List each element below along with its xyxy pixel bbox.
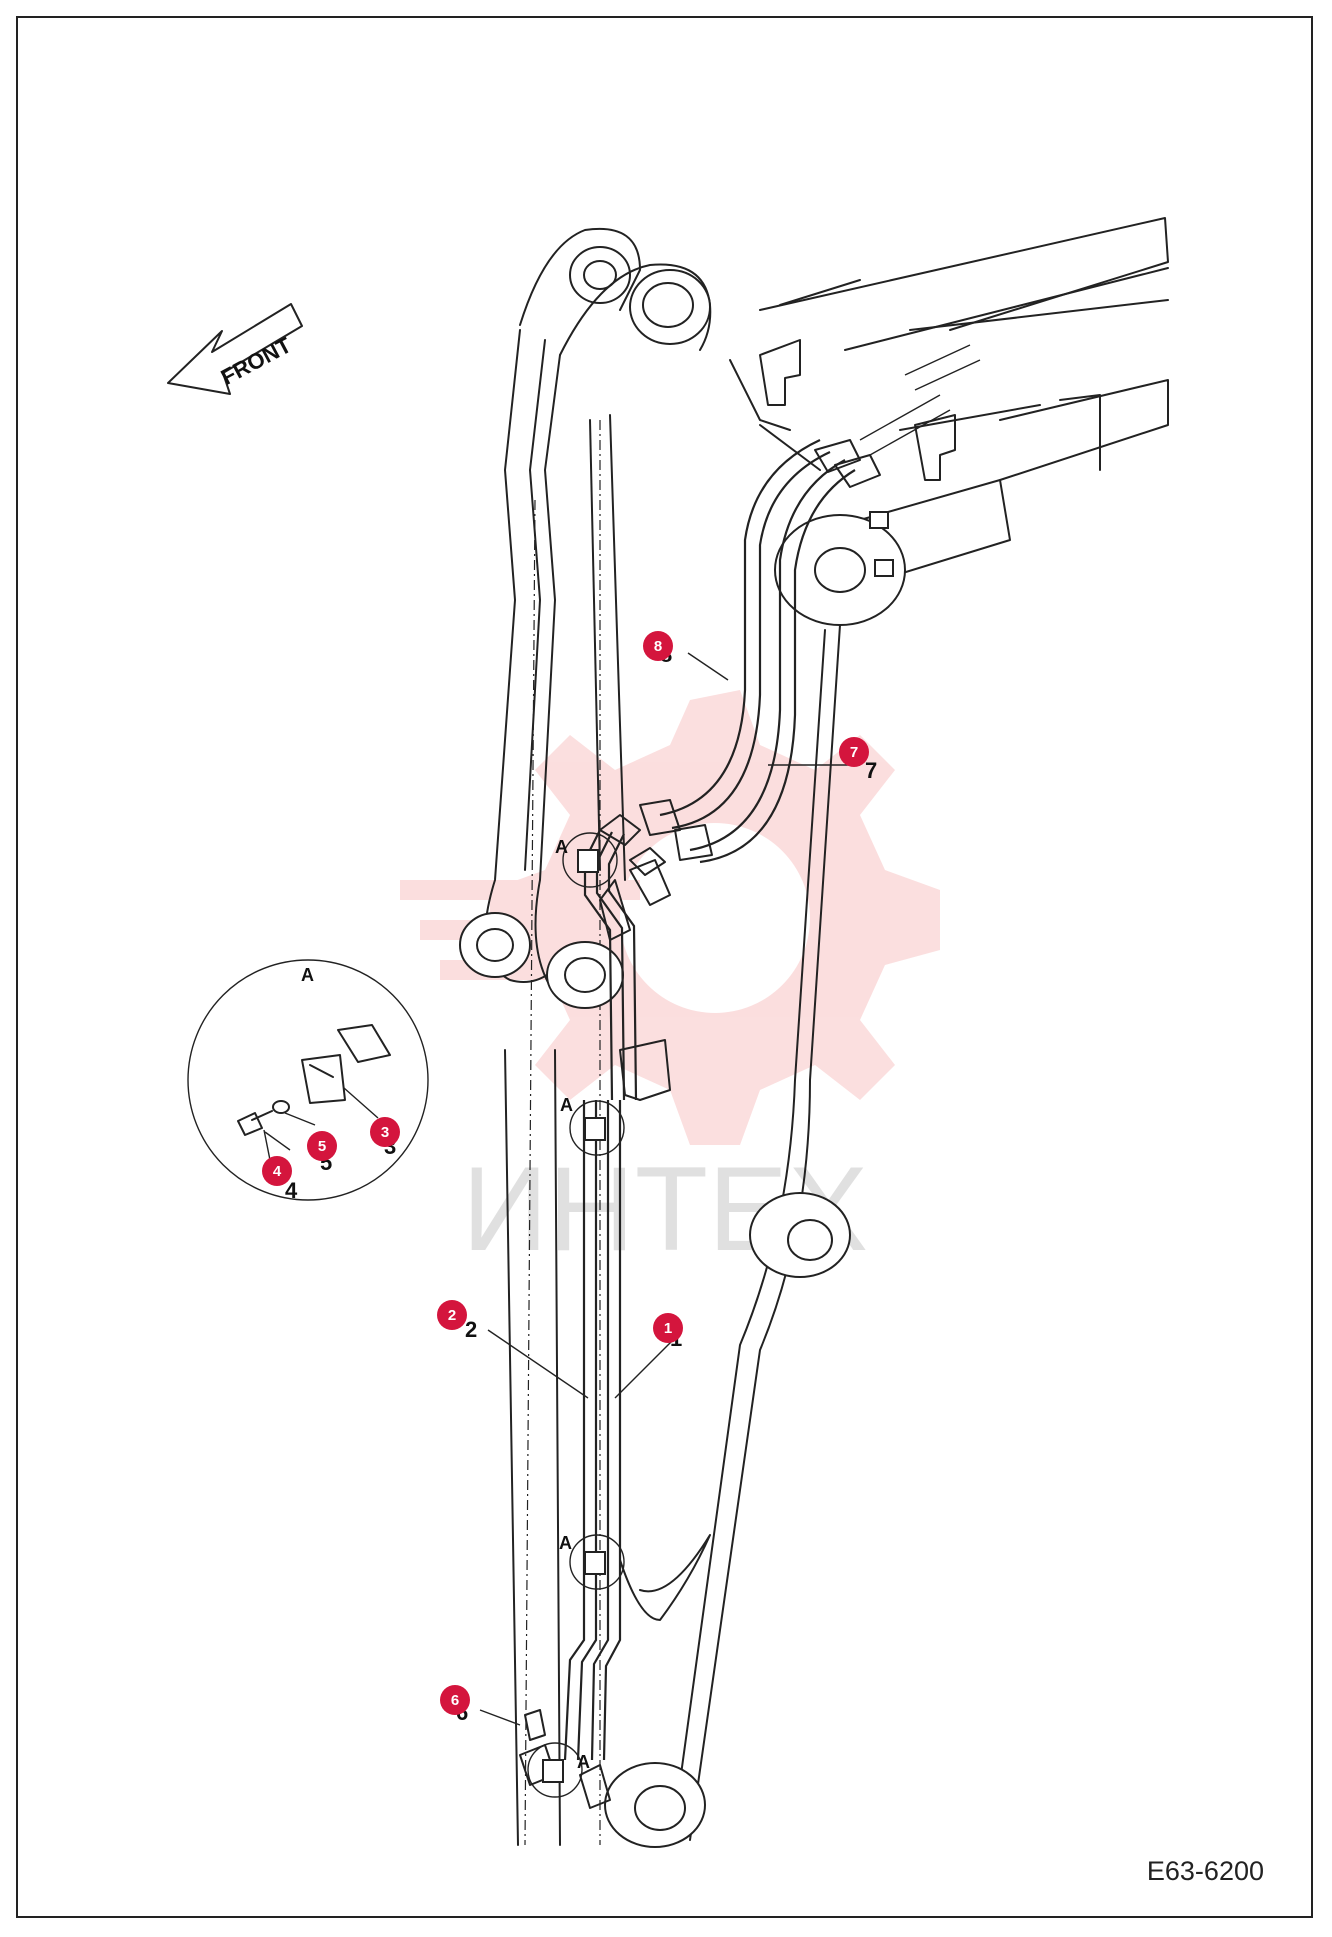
svg-text:5: 5 [318,1138,326,1155]
drawing-code: E63-6200 [1146,1856,1264,1886]
callout-badge-1[interactable]: 1 [653,1313,683,1343]
svg-text:4: 4 [273,1163,282,1180]
detail-view-a: A [187,959,429,1201]
part-number-7: 7 [865,758,877,783]
clamp-label-a: A [577,1752,590,1772]
svg-text:8: 8 [654,638,662,655]
detail-view-label: A [301,965,314,985]
callout-badge-8[interactable]: 8 [643,631,673,661]
hydraulic-lines [519,344,981,1809]
svg-text:3: 3 [381,1124,389,1141]
callout-badges: 8 7 2 1 6 3 5 4 [262,631,869,1715]
arm-structure [459,227,851,1848]
clamp-label-a: A [560,1095,573,1115]
callout-badge-4[interactable]: 4 [262,1156,292,1186]
boom-structure [759,217,1169,626]
front-label: FRONT [217,332,296,390]
part-number-4: 4 [285,1178,298,1203]
callout-badge-3[interactable]: 3 [370,1117,400,1147]
callout-badge-2[interactable]: 2 [437,1300,467,1330]
clamp-label-a: A [555,837,568,857]
svg-text:6: 6 [451,1692,459,1709]
leader-lines [263,652,860,1726]
clamp-label-a: A [559,1533,572,1553]
svg-text:2: 2 [448,1307,456,1324]
callout-badge-5[interactable]: 5 [307,1131,337,1161]
clamp-locations: A A A A [527,832,625,1798]
part-number-2: 2 [465,1317,477,1342]
front-direction-arrow: FRONT [167,303,303,395]
svg-text:1: 1 [664,1320,672,1337]
drawing-frame [16,16,1313,1918]
callout-badge-6[interactable]: 6 [440,1685,470,1715]
svg-text:7: 7 [850,744,858,761]
callout-badge-7[interactable]: 7 [839,737,869,767]
